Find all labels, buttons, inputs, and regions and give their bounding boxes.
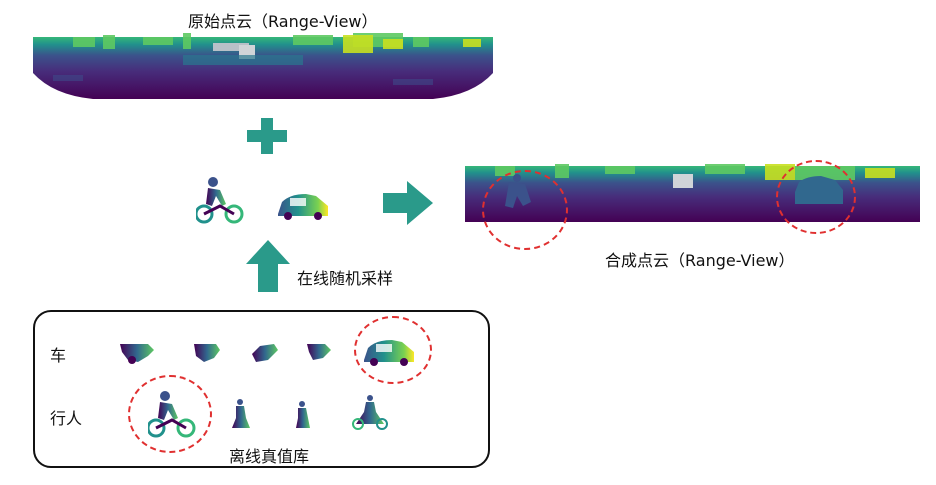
sampled-car-object — [278, 194, 328, 220]
offline-ground-truth-database-label: 离线真值库 — [229, 447, 310, 466]
pedestrian-row-label: 行人 — [50, 409, 83, 428]
car-sample-4 — [307, 344, 331, 360]
pasted-cyclist-highlight — [482, 170, 568, 250]
original-point-cloud-title: 原始点云（Range-View） — [188, 12, 378, 31]
right-arrow-icon — [383, 181, 433, 225]
up-arrow-icon — [246, 240, 290, 292]
original-range-view-image — [33, 33, 493, 99]
ground-truth-database-box — [33, 310, 490, 468]
car-sample-2 — [194, 344, 220, 362]
selected-car-sample-highlight — [354, 316, 432, 384]
car-sample-3 — [252, 344, 278, 362]
pedestrian-sample-2 — [232, 399, 250, 428]
pasted-car-highlight — [776, 160, 856, 234]
selected-cyclist-sample-highlight — [128, 375, 212, 453]
plus-icon — [247, 118, 287, 154]
sampled-cyclist-object — [196, 177, 244, 224]
pedestrian-sample-4 — [352, 395, 388, 430]
pedestrian-sample-3 — [296, 401, 310, 428]
merged-point-cloud-title: 合成点云（Range-View） — [605, 251, 795, 270]
car-sample-1 — [120, 344, 154, 364]
car-row-label: 车 — [50, 346, 67, 365]
online-random-sampling-label: 在线随机采样 — [297, 269, 394, 288]
